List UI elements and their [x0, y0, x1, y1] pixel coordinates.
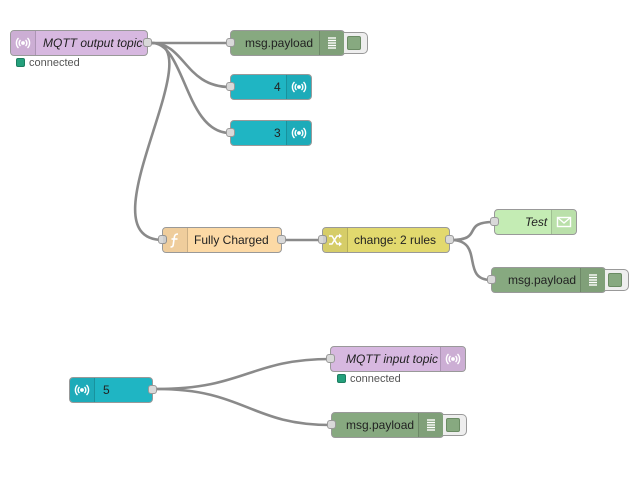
- broadcast-icon: [286, 121, 311, 145]
- toggle-square-icon: [608, 273, 622, 287]
- input-port[interactable]: [490, 217, 499, 226]
- input-port[interactable]: [226, 82, 235, 91]
- debug-toggle-button[interactable]: [344, 32, 368, 54]
- list-icon: [580, 268, 605, 292]
- node-label: msg.payload: [508, 273, 577, 287]
- list-icon: [319, 31, 344, 55]
- node-label: Fully Charged: [194, 233, 269, 247]
- broadcast-icon: [286, 75, 311, 99]
- wire-change-to-debug-2[interactable]: [450, 238, 492, 282]
- node-label: 5: [103, 383, 110, 397]
- output-port[interactable]: [148, 385, 157, 394]
- input-port[interactable]: [487, 275, 496, 284]
- mqtt-output-node[interactable]: MQTT output topic: [10, 30, 152, 56]
- input-port[interactable]: [226, 128, 235, 137]
- mqtt-input-status: connected: [337, 373, 401, 385]
- toggle-square-icon: [446, 418, 460, 432]
- input-port[interactable]: [326, 354, 335, 363]
- debug-node[interactable]: msg.payload: [226, 30, 345, 56]
- broadcast-icon: [11, 31, 36, 55]
- node-label: msg.payload: [346, 418, 415, 432]
- email-node[interactable]: Test: [490, 209, 577, 235]
- node-label: MQTT output topic: [43, 36, 143, 50]
- change-node[interactable]: change: 2 rules: [318, 227, 454, 253]
- wire-inject-5-to-mqtt-in[interactable]: [156, 357, 332, 391]
- envelope-icon: [551, 210, 576, 234]
- broadcast-icon: [440, 347, 465, 371]
- wire-mqtt-out-to-inject-4[interactable]: [151, 41, 231, 89]
- inject-node[interactable]: 5: [69, 377, 157, 403]
- wire-mqtt-out-to-function[interactable]: [133, 41, 171, 242]
- output-port[interactable]: [445, 235, 454, 244]
- toggle-square-icon: [347, 36, 361, 50]
- output-port[interactable]: [143, 38, 152, 47]
- node-label: msg.payload: [245, 36, 314, 50]
- inject-node[interactable]: 3: [226, 120, 312, 146]
- debug-toggle-button[interactable]: [443, 414, 467, 436]
- node-label: MQTT input topic: [346, 352, 439, 366]
- mqtt-output-status: connected: [16, 57, 80, 69]
- function-node[interactable]: Fully Charged: [158, 227, 286, 253]
- node-label: 3: [274, 126, 281, 140]
- debug-node[interactable]: msg.payload: [487, 267, 606, 293]
- status-dot-icon: [337, 374, 346, 383]
- wire-change-to-email[interactable]: [450, 220, 495, 242]
- wire-mqtt-out-to-inject-3[interactable]: [151, 41, 231, 135]
- shuffle-icon: [323, 228, 348, 252]
- debug-toggle-button[interactable]: [605, 269, 629, 291]
- input-port[interactable]: [318, 235, 327, 244]
- node-label: 4: [274, 80, 281, 94]
- node-label: change: 2 rules: [354, 233, 437, 247]
- debug-node[interactable]: msg.payload: [327, 412, 444, 438]
- mqtt-input-node[interactable]: MQTT input topic: [326, 346, 466, 372]
- input-port[interactable]: [226, 38, 235, 47]
- wire-inject-5-to-debug-3[interactable]: [156, 387, 332, 427]
- input-port[interactable]: [158, 235, 167, 244]
- status-dot-icon: [16, 58, 25, 67]
- output-port[interactable]: [277, 235, 286, 244]
- inject-node[interactable]: 4: [226, 74, 312, 100]
- node-label: Test: [525, 215, 548, 229]
- function-icon: [163, 228, 188, 252]
- list-icon: [418, 413, 443, 437]
- broadcast-icon: [70, 378, 95, 402]
- input-port[interactable]: [327, 420, 336, 429]
